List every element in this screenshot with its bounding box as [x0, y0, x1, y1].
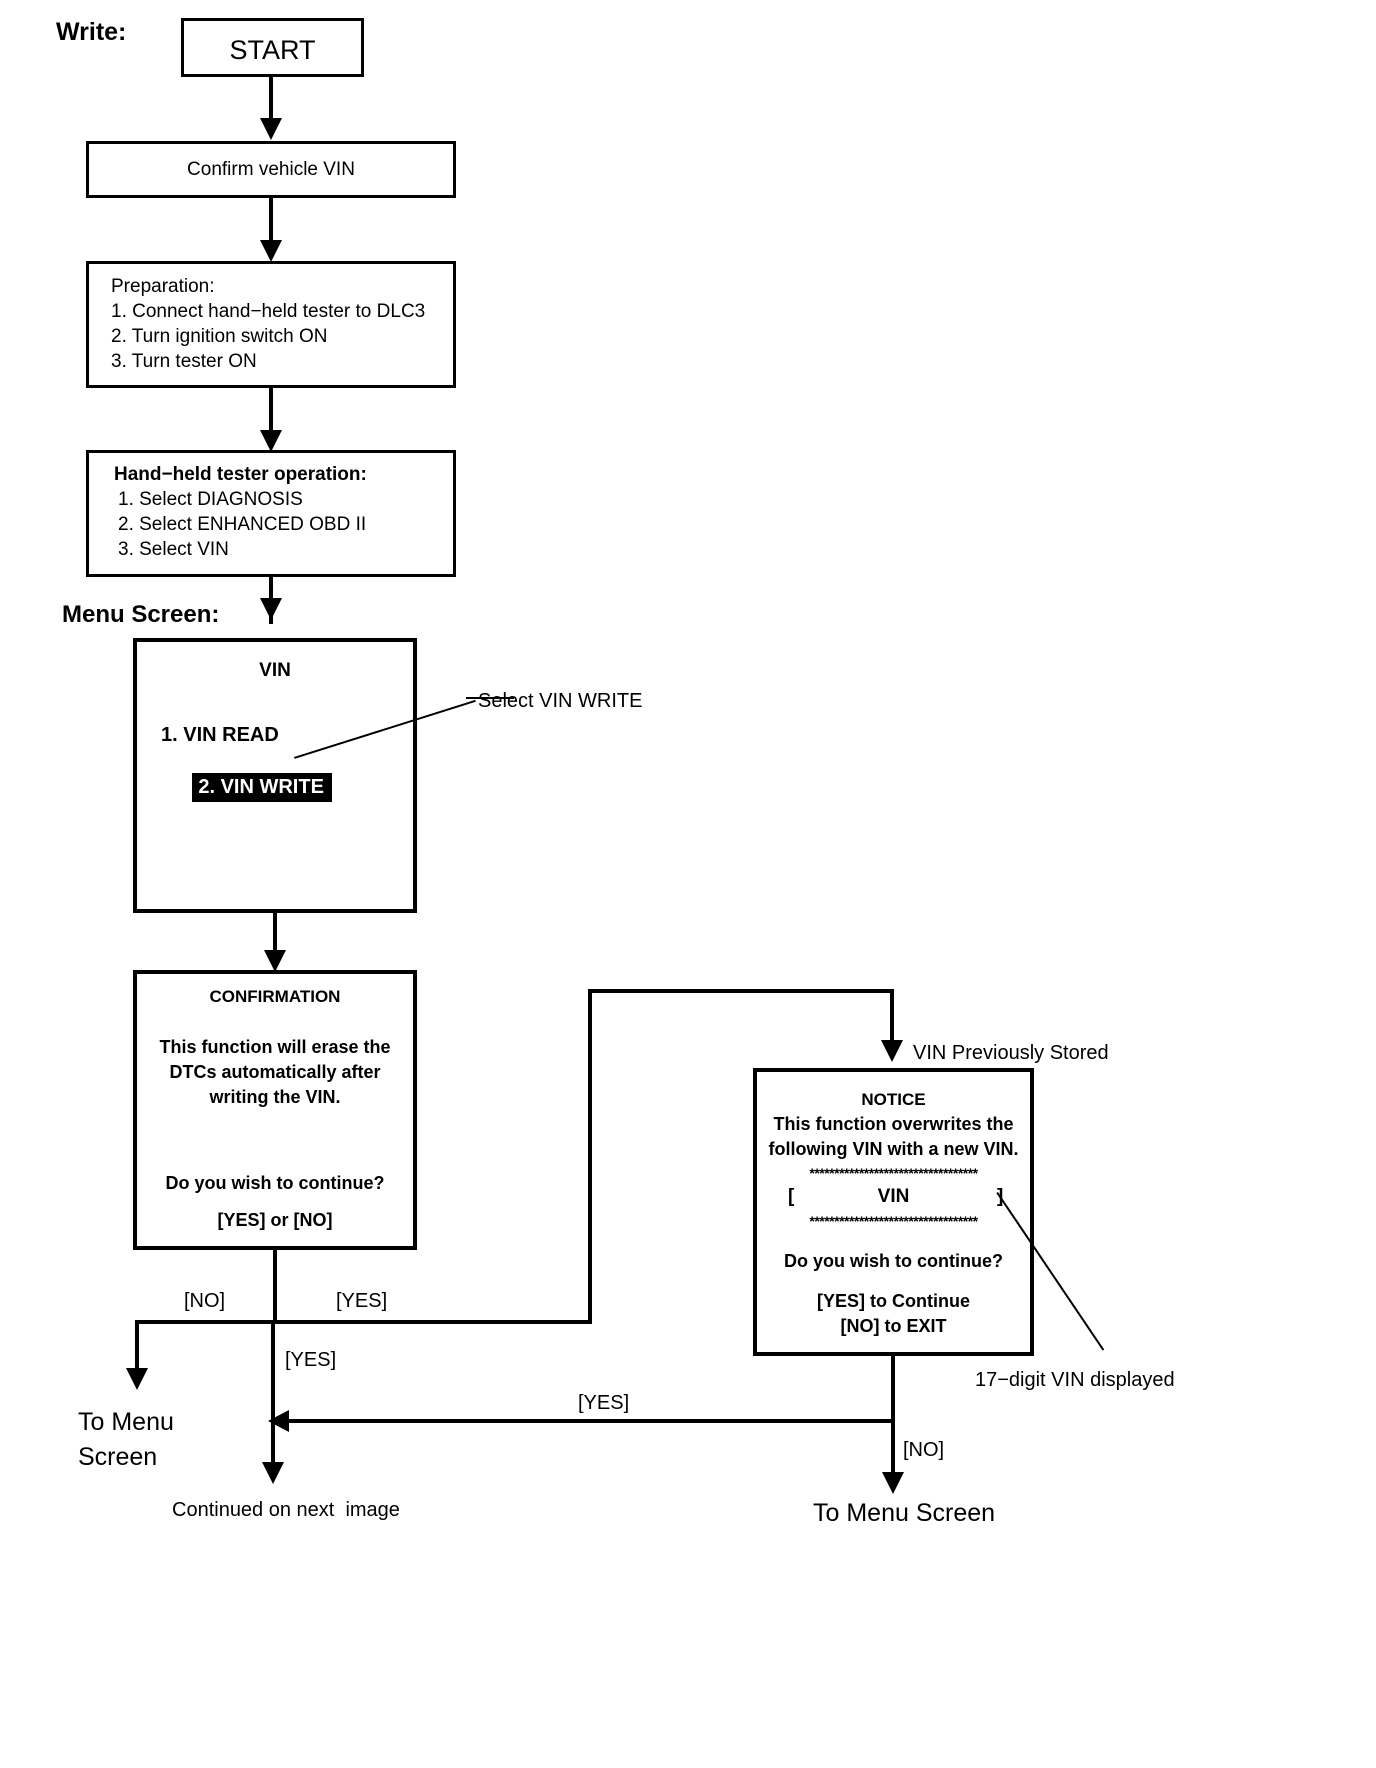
notice-title: NOTICE — [861, 1090, 926, 1109]
tester-operation-step-1: 1. Select DIAGNOSIS — [118, 489, 303, 510]
preparation-step-2: 2. Turn ignition switch ON — [111, 326, 328, 347]
edge-label-confirmation-no: [NO] — [184, 1290, 226, 1312]
confirmation-screen-box: CONFIRMATION This function will erase th… — [133, 970, 417, 1250]
arrow-vin-menu-to-confirmation — [264, 950, 286, 972]
edge-label-notice-yes: [YES] — [578, 1392, 630, 1414]
tester-operation-step-3: 3. Select VIN — [118, 539, 229, 560]
confirmation-question: Do you wish to continue? — [165, 1173, 385, 1193]
terminal-continued-next-image: Continued on next image — [172, 1499, 400, 1521]
arrow-preparation-to-tester — [260, 430, 282, 452]
notice-body-line-2: following VIN with a new VIN. — [768, 1139, 1019, 1159]
confirm-vehicle-vin-label: Confirm vehicle VIN — [187, 159, 355, 180]
notice-option-no: [NO] to EXIT — [840, 1316, 947, 1336]
vin-menu-item-vin-write[interactable]: 2. VIN WRITE — [159, 747, 332, 828]
connector-vin-menu-to-confirmation — [273, 913, 277, 960]
label-vin-previously-stored: VIN Previously Stored — [913, 1042, 1109, 1064]
connector-notice-no — [891, 1419, 895, 1480]
arrow-confirm-to-preparation — [260, 240, 282, 262]
connector-yes-right-top — [588, 989, 894, 993]
confirmation-body-line-2: DTCs automatically after — [169, 1062, 381, 1082]
tester-operation-title: Hand−held tester operation: — [114, 464, 367, 485]
callout-17-digit-vin-displayed: 17−digit VIN displayed — [975, 1369, 1175, 1391]
connector-yes-continued — [271, 1320, 275, 1470]
connector-confirm-to-preparation — [269, 198, 273, 244]
arrow-notice-no-to-menu — [882, 1472, 904, 1494]
section-label-write: Write: — [56, 18, 127, 46]
connector-no-to-menu-screen — [135, 1320, 139, 1375]
notice-option-yes: [YES] to Continue — [817, 1291, 970, 1311]
arrow-start-to-confirm — [260, 118, 282, 140]
notice-vin-field-open: [ — [788, 1186, 795, 1207]
arrow-tester-to-vin-menu — [260, 598, 282, 620]
connector-preparation-to-tester — [269, 388, 273, 434]
tester-operation-step-2: 2. Select ENHANCED OBD II — [118, 514, 367, 535]
menu-screen-label: Menu Screen: — [62, 601, 220, 628]
edge-label-confirmation-yes-down: [YES] — [285, 1349, 337, 1371]
connector-start-to-confirm — [269, 77, 273, 122]
connector-notice-stem — [891, 1356, 895, 1421]
vin-menu-item-vin-read[interactable]: 1. VIN READ — [161, 724, 279, 746]
connector-branch-bus — [135, 1320, 592, 1324]
confirmation-body-line-1: This function will erase the — [159, 1037, 391, 1057]
connector-yes-right-drop — [890, 989, 894, 1047]
edge-label-notice-no: [NO] — [903, 1439, 945, 1461]
vin-menu-screen-box: VIN 1. VIN READ 2. VIN WRITE — [133, 638, 417, 913]
preparation-step-1: 1. Connect hand−held tester to DLC3 — [111, 301, 426, 322]
notice-stars-top: ********************************** — [809, 1165, 978, 1181]
arrow-yes-continued — [262, 1462, 284, 1484]
start-box-label: START — [229, 35, 316, 65]
edge-label-confirmation-yes-right: [YES] — [336, 1290, 388, 1312]
callout-select-vin-write: Select VIN WRITE — [478, 690, 643, 712]
confirmation-body-line-3: writing the VIN. — [209, 1087, 341, 1107]
connector-yes-right-riser — [588, 989, 592, 1322]
confirm-vehicle-vin-box: Confirm vehicle VIN — [86, 141, 456, 198]
vin-menu-item-vin-write-label: 2. VIN WRITE — [192, 773, 332, 802]
tester-operation-box: Hand−held tester operation: 1. Select DI… — [86, 450, 456, 577]
terminal-to-menu-screen-left-line2: Screen — [78, 1443, 158, 1471]
confirmation-options: [YES] or [NO] — [217, 1210, 333, 1230]
notice-question: Do you wish to continue? — [784, 1251, 1003, 1271]
notice-stars-bottom: ********************************** — [809, 1213, 978, 1229]
arrow-yes-to-notice — [881, 1040, 903, 1062]
terminal-to-menu-screen-right: To Menu Screen — [813, 1499, 996, 1527]
confirmation-title: CONFIRMATION — [209, 987, 341, 1006]
notice-body-line-1: This function overwrites the — [773, 1114, 1014, 1134]
notice-screen-box: NOTICE This function overwrites the foll… — [753, 1068, 1034, 1356]
vin-menu-title: VIN — [259, 660, 291, 681]
arrow-notice-yes-to-menu — [268, 1410, 289, 1432]
notice-vin-field-label: VIN — [877, 1186, 910, 1207]
connector-confirmation-stem — [273, 1250, 277, 1324]
preparation-box: Preparation: 1. Connect hand−held tester… — [86, 261, 456, 388]
callout-leader-horizontal-vin-write — [466, 697, 514, 699]
preparation-step-3: 3. Turn tester ON — [111, 351, 257, 372]
terminal-to-menu-screen-left-line1: To Menu — [78, 1408, 174, 1436]
arrow-no-to-menu-screen — [126, 1368, 148, 1390]
connector-notice-yes-bus — [288, 1419, 893, 1423]
start-box: START — [181, 18, 364, 77]
preparation-title: Preparation: — [111, 276, 215, 297]
